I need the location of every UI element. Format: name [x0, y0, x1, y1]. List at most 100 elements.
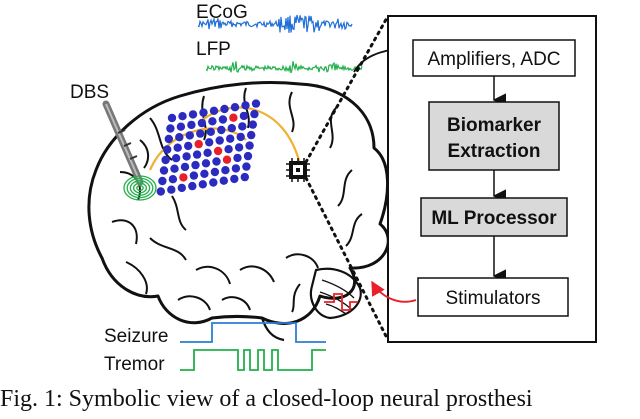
pipeline-panel: Amplifiers, ADC Biomarker Extraction ML … [387, 15, 597, 343]
electrode [200, 169, 209, 178]
dbs-stimulation-field [123, 175, 157, 201]
electrode [236, 132, 245, 142]
electrode [205, 138, 214, 147]
electrode [199, 108, 208, 117]
electrode [245, 141, 254, 150]
electrode [230, 103, 240, 112]
electrode [188, 110, 198, 119]
electrode [203, 148, 212, 157]
ecog-electrode-grid [156, 99, 261, 196]
electrode [217, 125, 226, 135]
electrode [218, 115, 228, 124]
electrode [180, 162, 190, 172]
electrode [241, 101, 250, 110]
electrode [206, 127, 215, 136]
electrode [238, 122, 247, 131]
lfp-signal-trace [205, 61, 363, 74]
electrode [161, 155, 170, 165]
electrode [240, 172, 249, 182]
electrode [198, 180, 207, 189]
electrode [196, 129, 205, 138]
electrode [224, 145, 233, 154]
electrode [177, 183, 186, 193]
zoom-guide-lines [304, 14, 390, 342]
biomarker-label-line1: Biomarker [447, 115, 542, 136]
electrode [164, 134, 173, 144]
active-electrode [194, 139, 203, 149]
electrode [173, 143, 182, 152]
electrode [242, 162, 251, 171]
amplifiers-adc-block: Amplifiers, ADC [412, 39, 576, 77]
figure-caption: Fig. 1: Symbolic view of a closed-loop n… [0, 386, 533, 412]
ml-processor-block: ML Processor [420, 197, 568, 237]
electrode [212, 157, 221, 166]
electrode [209, 178, 218, 187]
biomarker-extraction-block: Biomarker Extraction [428, 101, 560, 171]
ml-processor-label: ML Processor [431, 208, 557, 229]
tremor-state-waveform [180, 349, 326, 371]
electrode [175, 133, 184, 142]
tremor-label: Tremor [104, 354, 165, 375]
electrode [226, 134, 235, 143]
electrode [188, 181, 197, 191]
electrode [233, 153, 242, 163]
electrode [187, 120, 196, 130]
electrode [247, 130, 256, 140]
electrode [156, 187, 165, 196]
electrode [230, 174, 239, 184]
electrode [163, 145, 172, 154]
electrode [221, 166, 230, 175]
electrode [248, 120, 257, 129]
stimulators-block: Stimulators [417, 277, 569, 317]
brain-illustration [87, 81, 390, 342]
electrode [250, 109, 259, 119]
electrode [239, 111, 249, 121]
seizure-label: Seizure [104, 326, 168, 347]
dbs-field-ring [129, 180, 151, 196]
electrode [209, 106, 219, 116]
electrode [170, 164, 179, 173]
seizure-state-waveform [180, 322, 326, 343]
ecog-label: ECoG [196, 2, 248, 23]
electrode [176, 122, 186, 131]
electrode [184, 141, 193, 151]
electrode [191, 160, 200, 170]
electrode [197, 118, 207, 128]
electrode [158, 176, 167, 186]
stimulation-feedback-arrow [371, 280, 417, 303]
electrode [192, 150, 202, 159]
amplifiers-adc-label: Amplifiers, ADC [427, 49, 560, 70]
electrode [231, 164, 241, 173]
electrode [251, 99, 261, 108]
stimulation-pulse-icon [324, 293, 358, 311]
active-electrode [213, 146, 223, 156]
dbs-field-ring [132, 182, 148, 194]
biomarker-label-line2: Extraction [448, 141, 541, 162]
electrode [201, 159, 211, 168]
dbs-lead [102, 100, 144, 186]
dbs-field-ring [126, 177, 154, 199]
electrode [167, 185, 176, 194]
electrode [227, 124, 236, 133]
stimulators-label: Stimulators [445, 288, 540, 309]
electrode [168, 175, 178, 184]
electrode [243, 151, 253, 161]
electrode [189, 171, 199, 180]
implant-chip-icon [286, 158, 310, 182]
electrode [182, 152, 191, 161]
active-electrode [229, 113, 238, 122]
electrode [159, 166, 169, 175]
electrode [167, 113, 177, 123]
electrode [219, 176, 228, 185]
electrode [178, 112, 187, 121]
electrode [208, 117, 217, 126]
electrode [171, 154, 181, 163]
ecog-signal-trace [197, 14, 353, 33]
electrode [210, 167, 220, 177]
active-electrode [222, 155, 232, 164]
dbs-field-ring [123, 175, 157, 201]
electrode [215, 136, 224, 145]
electrode [166, 124, 175, 133]
lfp-label: LFP [196, 39, 231, 60]
